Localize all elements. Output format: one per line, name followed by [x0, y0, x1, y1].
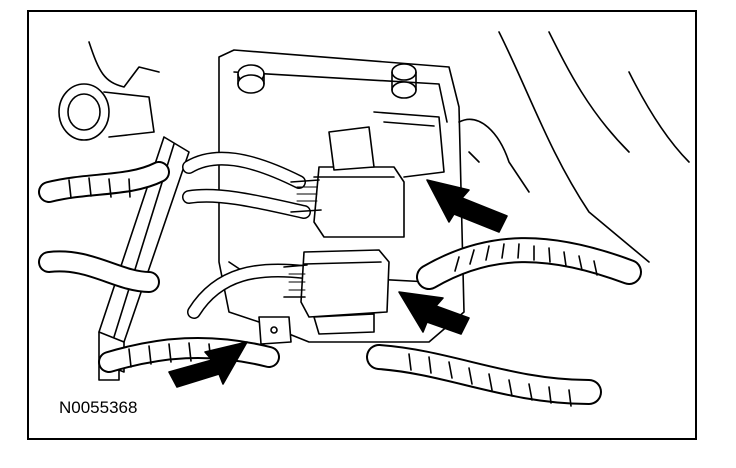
upper-connector	[290, 111, 445, 238]
arrow-upper-right	[426, 179, 508, 233]
right-background-lines	[458, 31, 690, 263]
bolt-right	[391, 63, 417, 99]
lower-connector	[283, 249, 390, 335]
wiring-harness	[38, 151, 642, 407]
arrow-middle-right	[398, 291, 470, 335]
left-cylinder	[58, 41, 160, 141]
arrow-lower-left	[168, 341, 248, 388]
diagram-frame: N0055368	[27, 10, 697, 440]
connector-illustration	[38, 31, 690, 407]
figure-id-label: N0055368	[57, 398, 140, 418]
bolt-left	[237, 64, 265, 94]
lower-tab	[258, 316, 292, 345]
